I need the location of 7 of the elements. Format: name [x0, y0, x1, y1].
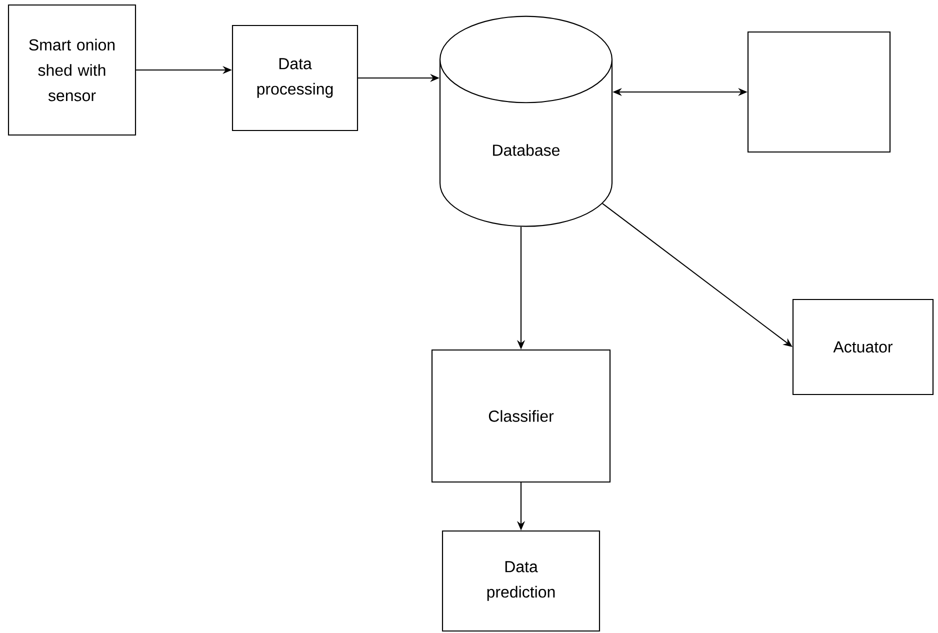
process-box: Classifier: [431, 349, 611, 483]
process-box: Actuator: [792, 298, 934, 396]
service-box: [747, 31, 891, 153]
process-box: Smart onion shed with sensor: [8, 4, 136, 136]
process-box: Data prediction: [442, 530, 600, 632]
database-cylinder: Database: [439, 16, 613, 227]
process-box: Data processing: [232, 24, 358, 132]
